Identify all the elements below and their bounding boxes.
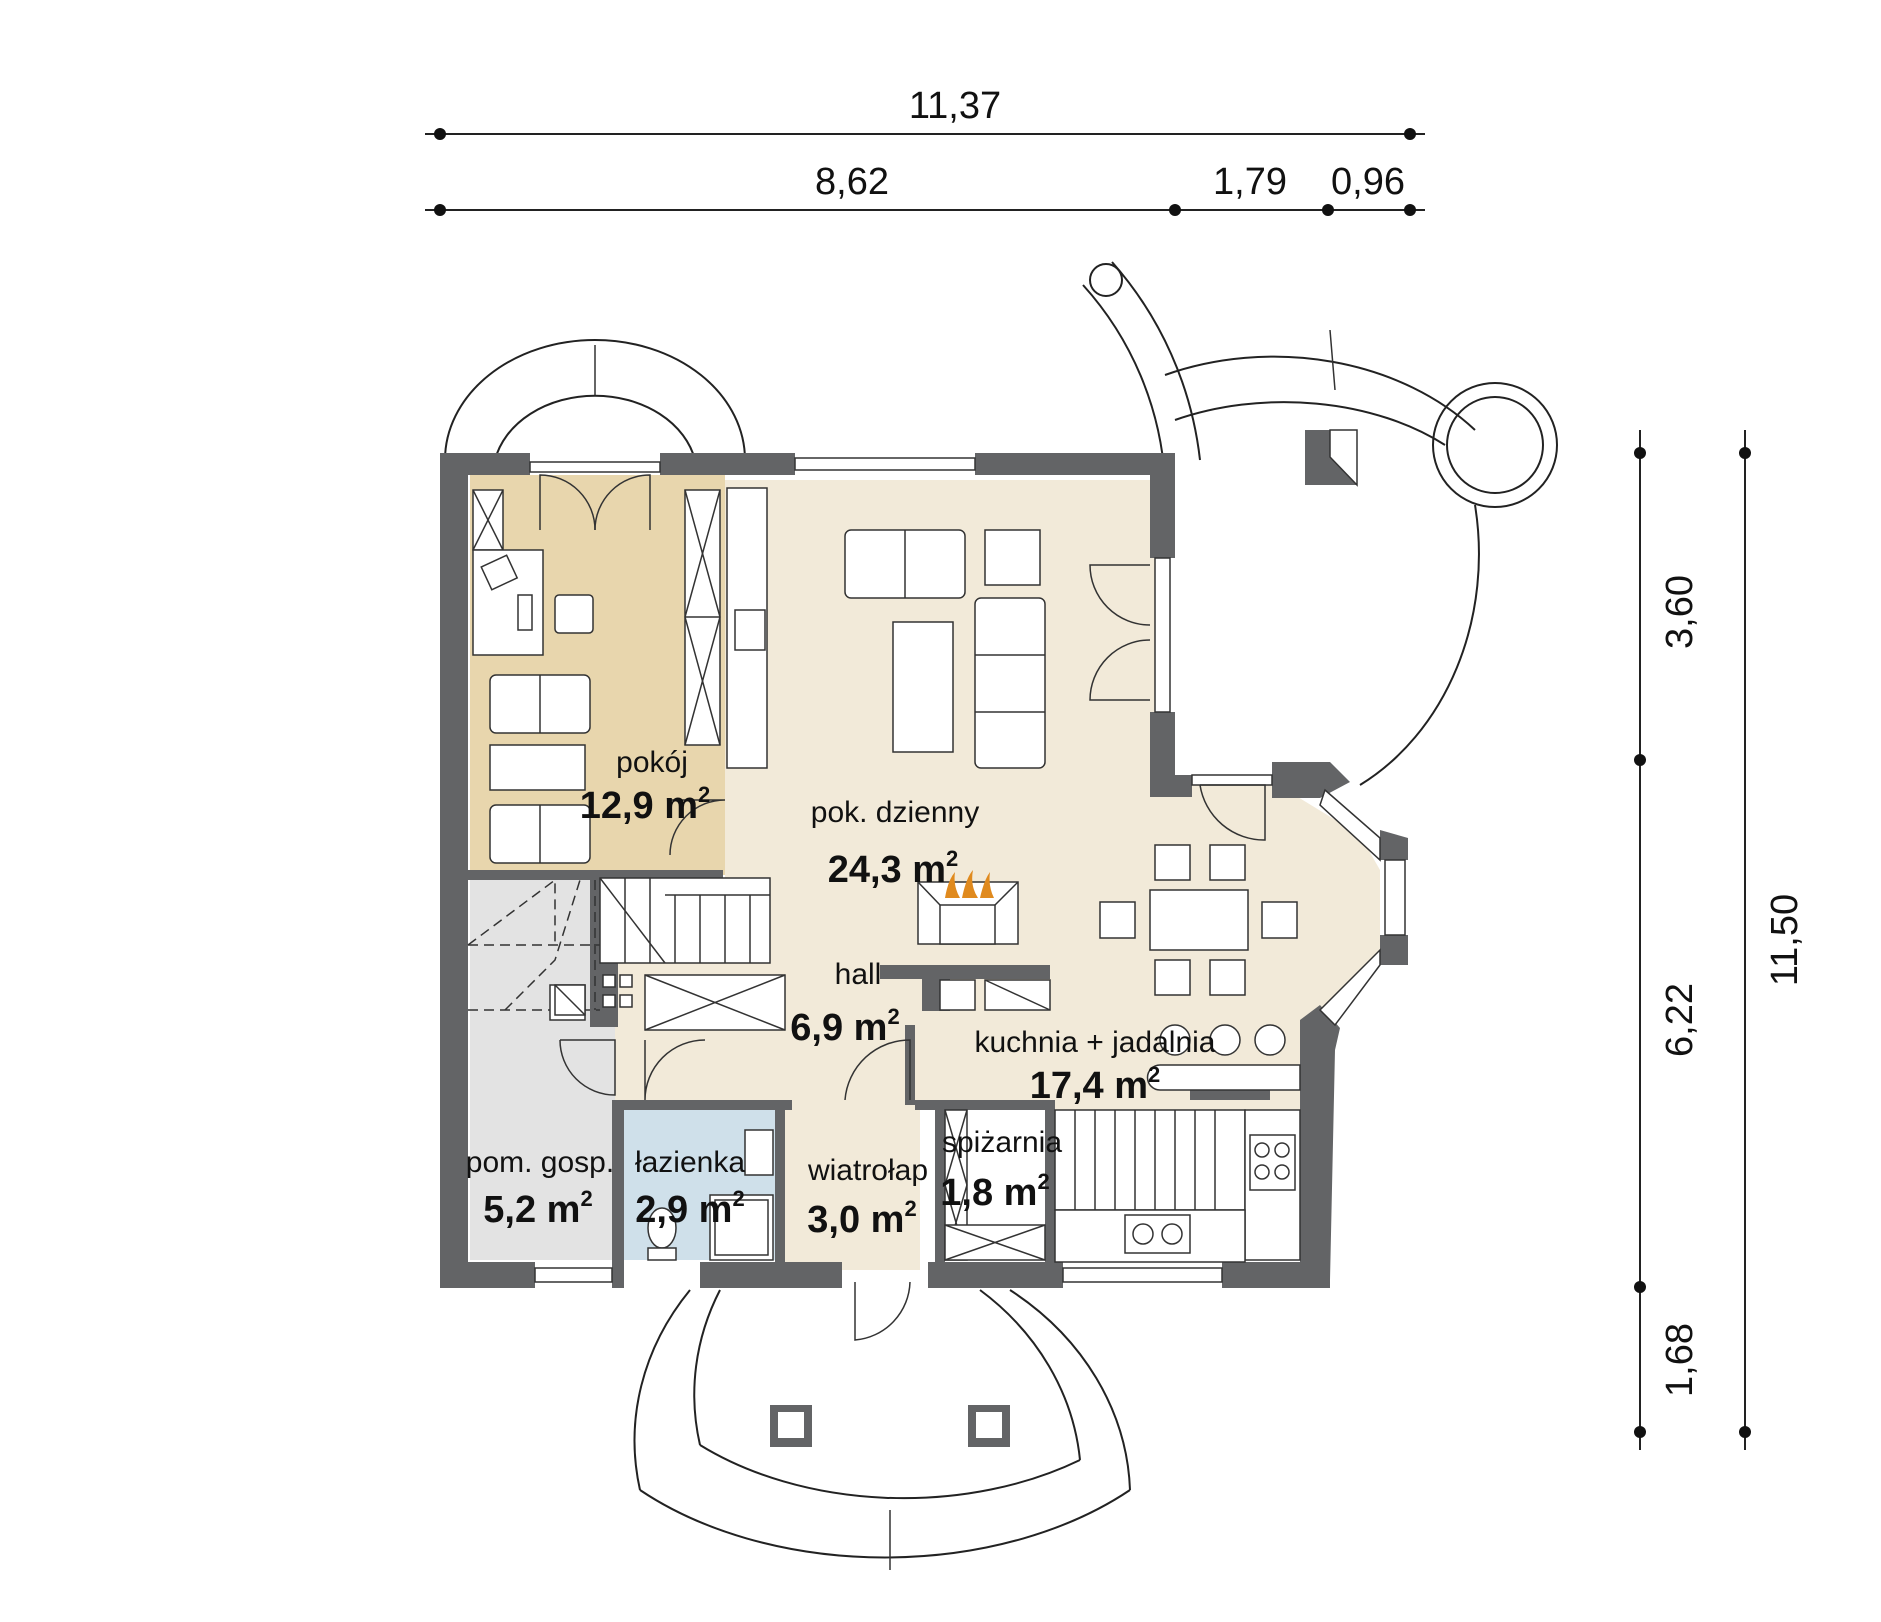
room-area-living: 24,3 m2	[828, 846, 959, 891]
dim-top-mid: 1,79	[1213, 161, 1287, 203]
room-area-pokoj: 12,9 m2	[580, 782, 711, 827]
dim-right-lower: 1,68	[1659, 1323, 1701, 1397]
dim-top-total: 11,37	[909, 85, 1001, 127]
stairs	[467, 877, 771, 1011]
dim-top-left: 8,62	[815, 161, 889, 203]
room-area-utility: 5,2 m2	[483, 1186, 592, 1231]
room-labels: pokój 12,9 m2 pok. dzienny 24,3 m2 hall …	[466, 746, 1216, 1241]
walls	[440, 453, 1408, 1288]
room-name-bathroom: łazienka	[635, 1146, 745, 1179]
room-name-living: pok. dzienny	[811, 796, 979, 829]
room-name-pokoj: pokój	[616, 746, 688, 779]
dim-top-right: 0,96	[1331, 161, 1405, 203]
room-name-pantry: spiżarnia	[942, 1126, 1062, 1159]
room-name-utility: pom. gosp.	[466, 1146, 614, 1179]
windows	[529, 457, 1406, 1283]
dimension-lines	[425, 128, 1751, 1450]
fire-icon	[945, 870, 994, 898]
room-name-hall: hall	[835, 958, 882, 991]
room-area-vestibule: 3,0 m2	[807, 1196, 916, 1241]
room-name-vestibule: wiatrołap	[807, 1154, 928, 1187]
room-area-hall: 6,9 m2	[790, 1004, 899, 1049]
dim-right-total: 11,50	[1764, 894, 1806, 986]
dim-right-mid: 6,22	[1659, 983, 1701, 1057]
dim-right-upper: 3,60	[1659, 575, 1701, 649]
room-area-kitchen: 17,4 m2	[1030, 1062, 1161, 1107]
terraces	[444, 261, 1558, 1570]
room-area-bathroom: 2,9 m2	[635, 1186, 744, 1231]
furniture	[472, 487, 1301, 1263]
room-name-kitchen: kuchnia + jadalnia	[974, 1026, 1215, 1059]
room-area-pantry: 1,8 m2	[940, 1169, 1049, 1214]
